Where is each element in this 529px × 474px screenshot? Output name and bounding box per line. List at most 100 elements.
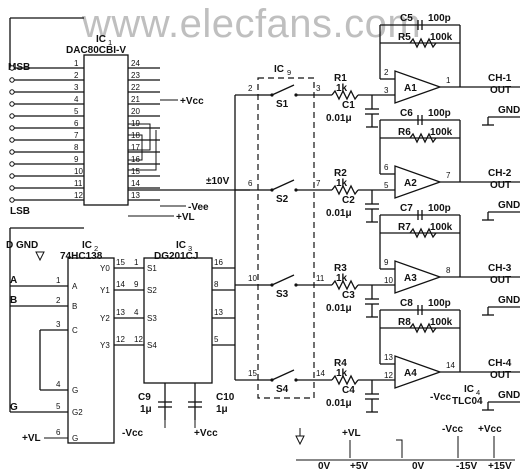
ic3-part: DG201CJ [154, 251, 198, 262]
ic1-pin-right: 20 [131, 107, 140, 116]
ic3-switch-label: S3 [147, 314, 157, 323]
ic1-ref: IC [96, 34, 106, 45]
power-vcc: +Vcc [478, 424, 502, 435]
ic2-part: 74HC138 [60, 251, 103, 262]
fb-cap-ref: C6 [400, 108, 413, 119]
ic4-part: TLC04 [452, 396, 483, 407]
fb-res-ref: R7 [398, 222, 411, 233]
ic3-pin-out: 13 [214, 308, 223, 317]
ic9-pin-in: 10 [248, 274, 257, 283]
ic3-sub: 3 [188, 244, 192, 253]
resistor-value: 1k [336, 273, 348, 284]
fb-cap-value: 100p [428, 108, 451, 119]
fb-res-value: 100k [430, 317, 453, 328]
channel-out-suffix: OUT [490, 85, 511, 96]
resistor-input [331, 279, 359, 291]
fb-cap-value: 100p [428, 298, 451, 309]
c10-value: 1μ [216, 404, 228, 415]
ic2-decoder: IC 2 74HC138 A B G 1A2B3C4G5G26G15Y014Y1… [9, 240, 125, 444]
cap-value: 0.01μ [326, 208, 352, 219]
amp-pin-in: 10 [384, 276, 393, 285]
cap-ref: C4 [342, 385, 355, 396]
fb-res-value: 100k [430, 127, 453, 138]
channel-out-suffix: OUT [490, 370, 511, 381]
ic3-switch-label: S4 [147, 341, 157, 350]
resistor-ref: R1 [334, 73, 347, 84]
amp-pin-out: 14 [446, 361, 455, 370]
ic1-pin-left: 1 [74, 59, 79, 68]
channel-out-label: CH-1 [488, 73, 512, 84]
ic3-ref: IC [176, 240, 186, 251]
fb-cap-ref: C7 [400, 203, 413, 214]
ic2-output-label: Y2 [100, 314, 110, 323]
ic3-pin-out: 16 [214, 258, 223, 267]
ic2-input-label: G2 [72, 408, 83, 417]
ic1-pin-left: 10 [74, 167, 83, 176]
ic9-switch-label: S3 [276, 289, 289, 300]
amp-pin-in: 5 [384, 181, 389, 190]
amp-pin-out: 8 [446, 266, 451, 275]
ic2-pin-out: 15 [116, 258, 125, 267]
op-amp [394, 70, 442, 104]
channel-out-label: CH-2 [488, 168, 512, 179]
fb-cap-ref: C5 [400, 13, 413, 24]
amp-pin-in: 3 [384, 86, 389, 95]
amp-pin-fb: 9 [384, 258, 389, 267]
cap-value: 0.01μ [326, 113, 352, 124]
ic3-pin-in: 12 [134, 335, 143, 344]
ic4-ref: IC [464, 384, 474, 395]
amp-label: A2 [404, 178, 417, 189]
ic2-vl: +VL [22, 433, 41, 444]
ic2-output-label: Y3 [100, 341, 110, 350]
fb-res-ref: R6 [398, 127, 411, 138]
ic1-vcc: +Vcc [180, 96, 204, 107]
ic1-vl: +VL [176, 212, 195, 223]
power-vl: +VL [342, 428, 361, 439]
dgnd-node: D GND [6, 227, 84, 262]
bottom-caps: C9 1μ C10 1μ -Vcc +Vcc [122, 383, 235, 439]
ic2-pin-out: 13 [116, 308, 125, 317]
gnd-label: GND [498, 295, 520, 306]
c10-label: C10 [216, 392, 235, 403]
ic1-pin-left: 5 [74, 107, 79, 116]
sel-b: B [10, 295, 17, 306]
amp-pin-in: 12 [384, 371, 393, 380]
ic2-output-label: Y1 [100, 286, 110, 295]
amp-pin-out: 7 [446, 171, 451, 180]
ic9-pin-out: 3 [316, 84, 321, 93]
channel-out-label: CH-3 [488, 263, 512, 274]
ic1-pin-left: 9 [74, 155, 79, 164]
ic3-pin-out: 5 [214, 335, 219, 344]
fb-cap-ref: C8 [400, 298, 413, 309]
ic3-vee: -Vcc [122, 428, 144, 439]
resistor-ref: R3 [334, 263, 347, 274]
ic2-pin-in: 4 [56, 380, 61, 389]
ic2-input-label: G [72, 434, 78, 443]
resistor-input [331, 89, 359, 101]
resistor-input [331, 374, 359, 386]
bus-label: ±10V [206, 176, 230, 187]
power-vee: -Vcc [442, 424, 464, 435]
fb-res-ref: R8 [398, 317, 411, 328]
amp-label: A4 [404, 368, 417, 379]
ic2-pin-in: 1 [56, 276, 61, 285]
resistor-ref: R2 [334, 168, 347, 179]
amp-pin-fb: 6 [384, 163, 389, 172]
ic2-pin-in: 5 [56, 402, 61, 411]
ic2-ref: IC [82, 240, 92, 251]
op-amp [394, 355, 442, 389]
ic1-vee: -Vee [188, 202, 209, 213]
ic2-output-label: Y0 [100, 264, 110, 273]
resistor-value: 1k [336, 178, 348, 189]
ic1-part: DAC80CBI-V [66, 45, 126, 56]
power-p15: +15V [488, 461, 512, 472]
ic2-pin-in: 3 [56, 320, 61, 329]
ic1-pin-right: 22 [131, 83, 140, 92]
ic3-switch-label: S1 [147, 264, 157, 273]
ic1-pin-left: 8 [74, 143, 79, 152]
fb-res-value: 100k [430, 222, 453, 233]
ic1-pin-right: 21 [131, 95, 140, 104]
